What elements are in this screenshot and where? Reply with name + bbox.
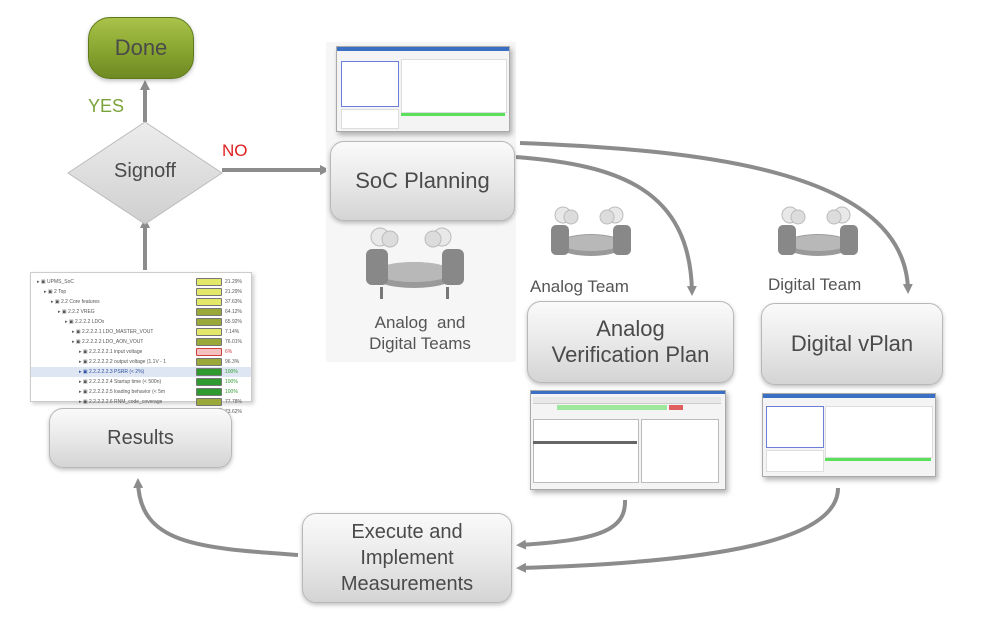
tree-row[interactable]: ▸ ▣ 2.2.2.2 LDOs 65.92% [31, 317, 251, 327]
coverage-percent: 100% [225, 379, 238, 385]
done-label: Done [114, 34, 168, 60]
tree-row[interactable]: ▸ ▣ 2 Top 21.29% [31, 287, 251, 297]
arrow-analog-to-execute [516, 499, 628, 550]
execute-line1: Execute and [351, 521, 463, 543]
digital-vplan-label: Digital vPlan [790, 330, 914, 356]
done-node: Done [88, 17, 194, 79]
tree-row-name: ▸ ▣ 2.2.2.2.2.3 PSRR (< 2%) [79, 369, 145, 375]
analog-team-icon [551, 206, 631, 256]
analog-verification-plan-node: Analog Verification Plan [527, 301, 734, 383]
coverage-percent: 77.78% [225, 399, 242, 405]
results-label: Results [107, 427, 174, 449]
analog-plan-line2: Verification Plan [551, 342, 710, 367]
tree-row[interactable]: ▸ ▣ 2.2.2.2.2.6 RNM_code_coverage 77.78% [31, 397, 251, 407]
execute-line3: Measurements [340, 573, 474, 595]
execute-implement-node: Execute and Implement Measurements [302, 513, 512, 603]
tree-row-name: ▸ ▣ 2.2 Core features [51, 299, 100, 305]
soc-planning-label: SoC Planning [355, 167, 490, 193]
coverage-bar [196, 348, 222, 356]
tree-row-name: ▸ ▣ 2.2.2.2.2.5 loading behavior (< 5m [79, 389, 166, 395]
execute-line2: Implement [360, 547, 454, 569]
tree-row-name: ▸ ▣ 2 Top [44, 289, 67, 295]
arrow-soc-to-digital [519, 141, 913, 294]
tree-row[interactable]: ▸ ▣ 2.2.2.2.2.3 PSRR (< 2%) 100% [31, 367, 251, 377]
analog-plan-screenshot [530, 390, 726, 490]
teams-label-line2: Digital Teams [369, 334, 471, 354]
digital-vplan-screenshot [762, 393, 936, 477]
coverage-percent: 73.62% [225, 409, 242, 415]
tree-row[interactable]: ▸ ▣ 2.2.2.2.2.2 output voltage (1.1V - 1… [31, 357, 251, 367]
soc-planning-node: SoC Planning [330, 141, 515, 221]
tree-row-name: ▸ ▣ 2.2.2.2.2.4 Startup time (< 500n) [79, 379, 162, 385]
coverage-percent: 100% [225, 389, 238, 395]
tree-row-name: ▸ ▣ 2.2.2 VREG [58, 309, 95, 315]
tree-rows: ▸ ▣ UPMS_SoC 21.29% ▸ ▣ 2 Top 21.29% ▸ ▣ 2.2… [31, 277, 251, 417]
coverage-bar [196, 318, 222, 326]
coverage-bar [196, 278, 222, 286]
tree-row[interactable]: ▸ ▣ 2.2.2 VREG 64.12% [31, 307, 251, 317]
arrow-digital-to-execute [516, 487, 840, 573]
tree-row[interactable]: ▸ ▣ 2.2.2.2.2.4 Startup time (< 500n) 100… [31, 377, 251, 387]
meeting-team-icon [366, 227, 464, 299]
coverage-percent: 65.92% [225, 319, 242, 325]
tree-row-name: ▸ ▣ 2.2.2.2.2.2 output voltage (1.1V - 1 [79, 359, 167, 365]
coverage-bar [196, 358, 222, 366]
coverage-bar [196, 388, 222, 396]
coverage-bar [196, 308, 222, 316]
tree-row[interactable]: ▸ ▣ 2.2.2.2.2 LDO_AON_VOUT 76.01% [31, 337, 251, 347]
teams-label-line1: Analog and [374, 313, 466, 332]
arrow-execute-to-results [133, 478, 299, 557]
analog-plan-line1: Analog [596, 315, 665, 341]
coverage-bar [196, 338, 222, 346]
tree-row-name: ▸ ▣ 2.2.2.2.2.1 input voltage [79, 349, 143, 355]
tree-row-name: ▸ ▣ 2.2.2.2.2 LDO_AON_VOUT [72, 339, 144, 345]
tree-row[interactable]: ▸ ▣ 2.2 Core features 37.63% [31, 297, 251, 307]
tree-row-name: ▸ ▣ 2.2.2.2.2.6 RNM_code_coverage [79, 399, 163, 405]
signoff-label: Signoff [114, 160, 176, 182]
coverage-percent: 7.14% [225, 329, 240, 335]
coverage-percent: 37.63% [225, 299, 242, 305]
coverage-bar [196, 328, 222, 336]
coverage-bar [196, 368, 222, 376]
digital-team-icon [778, 206, 858, 256]
analog-team-label: Analog Team [530, 277, 629, 296]
coverage-percent: 96.3% [225, 359, 240, 365]
coverage-percent: 100% [225, 369, 238, 375]
digital-vplan-node: Digital vPlan [761, 303, 943, 385]
results-coverage-tree: ▸ ▣ UPMS_SoC 21.29% ▸ ▣ 2 Top 21.29% ▸ ▣ 2.2… [30, 272, 252, 416]
coverage-bar [196, 298, 222, 306]
coverage-percent: 21.29% [225, 289, 242, 295]
coverage-percent: 76.01% [225, 339, 242, 345]
tree-row[interactable]: ▸ ▣ 2.2.2.2.1 LDO_MASTER_VOUT 7.14% [31, 327, 251, 337]
coverage-percent: 6% [225, 349, 233, 355]
coverage-bar [196, 288, 222, 296]
no-label: NO [222, 141, 248, 160]
tree-row-name: ▸ ▣ 2.2.2.2.1 LDO_MASTER_VOUT [72, 329, 154, 335]
coverage-percent: 64.12% [225, 309, 242, 315]
tree-row[interactable]: ▸ ▣ UPMS_SoC 21.29% [31, 277, 251, 287]
analog-digital-teams-label: Analog and Digital Teams [330, 312, 510, 355]
tree-row[interactable]: ▸ ▣ 2.2.2.2.2.5 loading behavior (< 5m 10… [31, 387, 251, 397]
results-node: Results [49, 408, 232, 468]
yes-label: YES [88, 96, 125, 116]
arrow-soc-to-analog [515, 155, 697, 296]
tree-row[interactable]: ▸ ▣ 2.2.2.2.2.1 input voltage 6% [31, 347, 251, 357]
tree-row-name: ▸ ▣ 2.2.2.2 LDOs [65, 319, 105, 325]
coverage-bar [196, 378, 222, 386]
coverage-bar [196, 398, 222, 406]
digital-team-label: Digital Team [768, 275, 862, 294]
signoff-diamond [67, 121, 223, 225]
soc-planning-screenshot [336, 46, 510, 132]
coverage-percent: 21.29% [225, 279, 242, 285]
tree-row-name: ▸ ▣ UPMS_SoC [37, 279, 74, 285]
